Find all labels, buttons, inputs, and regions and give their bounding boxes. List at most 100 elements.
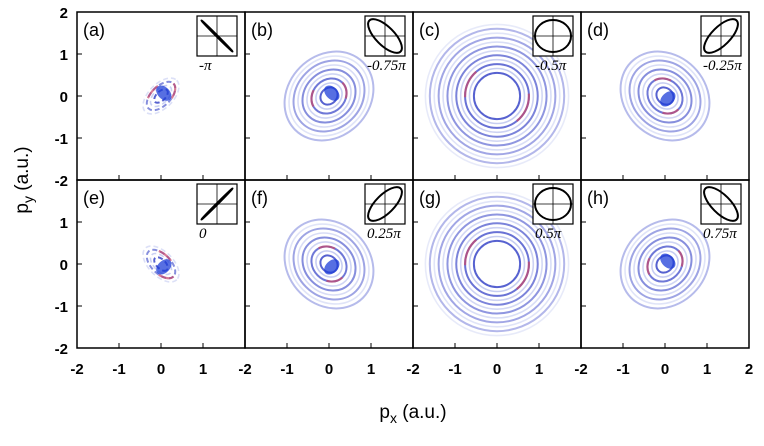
- polarization-ellipse: [200, 19, 234, 53]
- polarization-inset: [532, 15, 574, 57]
- ring-mark: [624, 55, 706, 137]
- ring-mark: [301, 236, 357, 292]
- ring-mark: [306, 73, 352, 119]
- x-tick-label: -2: [238, 361, 251, 378]
- phase-label: -0.25π: [703, 58, 742, 74]
- ring-pattern: [283, 50, 375, 142]
- ring-pattern: [142, 245, 180, 283]
- panel-label: (d): [587, 20, 609, 40]
- ring-mark: [149, 84, 173, 108]
- ring-mark: [628, 59, 702, 133]
- polarization-ellipse: [533, 187, 573, 221]
- ring-mark: [283, 218, 375, 310]
- ring-mark: [459, 58, 535, 134]
- x-tick-labels: -2 -1 0 1 -2 -1 0 1 -2 -1 0 1 -2 -1 0 1 …: [70, 361, 753, 378]
- panel-label: (h): [587, 188, 609, 208]
- polarization-ellipse: [703, 18, 739, 54]
- center-spot: [324, 85, 340, 101]
- ring-mark: [637, 68, 693, 124]
- ring-mark: [459, 226, 535, 302]
- ring-mark: [628, 227, 702, 301]
- ring-mark: [428, 195, 566, 333]
- ring-pattern: [424, 191, 570, 337]
- center-spot: [156, 259, 172, 275]
- y-tick-label: -1: [55, 299, 68, 316]
- y-tick-labels: 2 1 0 -1 -2 1 0 -1 -2: [55, 5, 68, 358]
- ring-mark: [301, 68, 357, 124]
- polarization-inset: [196, 15, 238, 57]
- panel-label: (a): [83, 20, 105, 40]
- y-axis-label-sub: y: [20, 196, 36, 203]
- ring-pattern: [142, 77, 180, 115]
- ring-mark: [472, 71, 522, 121]
- ring-mark: [297, 232, 361, 296]
- x-tick-label: 1: [199, 361, 207, 378]
- ring-pattern: [619, 218, 711, 310]
- x-tick-label: 0: [661, 361, 669, 378]
- phase-label: -π: [199, 58, 212, 74]
- red-accent-ring: [145, 80, 177, 112]
- ring-mark: [433, 32, 561, 160]
- y-axis-label-main: p: [12, 203, 33, 214]
- ring-mark: [455, 222, 539, 306]
- ring-mark: [619, 50, 711, 142]
- polarization-inset: [700, 183, 742, 225]
- ring-mark: [455, 54, 539, 138]
- ring-mark: [651, 82, 679, 110]
- panel-label: (f): [251, 188, 268, 208]
- ring-mark: [451, 50, 543, 142]
- ring-pattern: [619, 50, 711, 142]
- ring-mark: [428, 27, 566, 165]
- y-tick-label: 0: [60, 89, 68, 106]
- ring-mark: [442, 41, 552, 151]
- ring-mark: [292, 227, 366, 301]
- polarization-inset: [364, 15, 406, 57]
- x-axis-label: px (a.u.): [379, 402, 446, 426]
- ring-mark: [288, 55, 370, 137]
- phase-label: -0.5π: [535, 58, 567, 74]
- panel-a: (a) -π: [76, 11, 246, 181]
- red-accent-ring: [145, 248, 177, 280]
- ring-mark: [315, 82, 343, 110]
- ring-mark: [642, 73, 688, 119]
- y-tick-label: -2: [55, 173, 68, 190]
- ring-mark: [292, 59, 366, 133]
- x-tick-label: -1: [280, 361, 293, 378]
- ring-mark: [642, 241, 688, 287]
- x-tick-label: 0: [157, 361, 165, 378]
- ring-mark: [437, 36, 557, 156]
- ring-mark: [472, 239, 522, 289]
- panel-f: (f)0.25π: [244, 179, 414, 349]
- x-tick-label: -1: [112, 361, 125, 378]
- ring-mark: [424, 23, 570, 169]
- x-tick-label: 1: [367, 361, 375, 378]
- ring-pattern: [283, 218, 375, 310]
- ring-mark: [306, 241, 352, 287]
- ring-mark: [633, 64, 697, 128]
- x-tick-label: 1: [703, 361, 711, 378]
- panel-grid: (a)-π(b)-0.75π(c)-0.5π(d)-0.25π(e)0(f)0.…: [76, 11, 750, 349]
- ring-mark: [446, 213, 548, 315]
- ring-mark: [433, 200, 561, 328]
- y-axis-label-unit: (a.u.): [12, 146, 33, 196]
- y-tick-label: -1: [55, 131, 68, 148]
- ring-mark: [446, 45, 548, 147]
- ring-pattern: [424, 23, 570, 169]
- panel-label: (g): [419, 188, 441, 208]
- center-spot: [156, 85, 172, 101]
- center-spot: [660, 253, 676, 269]
- ring-mark: [468, 67, 526, 125]
- ring-mark: [468, 235, 526, 293]
- ring-mark: [633, 232, 697, 296]
- x-tick-label: -1: [616, 361, 629, 378]
- phase-label: 0.5π: [535, 226, 562, 242]
- red-accent-ring: [463, 62, 531, 130]
- ring-mark: [288, 223, 370, 305]
- x-tick-label: -2: [574, 361, 587, 378]
- polarization-ellipse: [200, 187, 234, 221]
- ring-mark: [297, 64, 361, 128]
- polarization-inset: [532, 183, 574, 225]
- x-tick-label: -2: [406, 361, 419, 378]
